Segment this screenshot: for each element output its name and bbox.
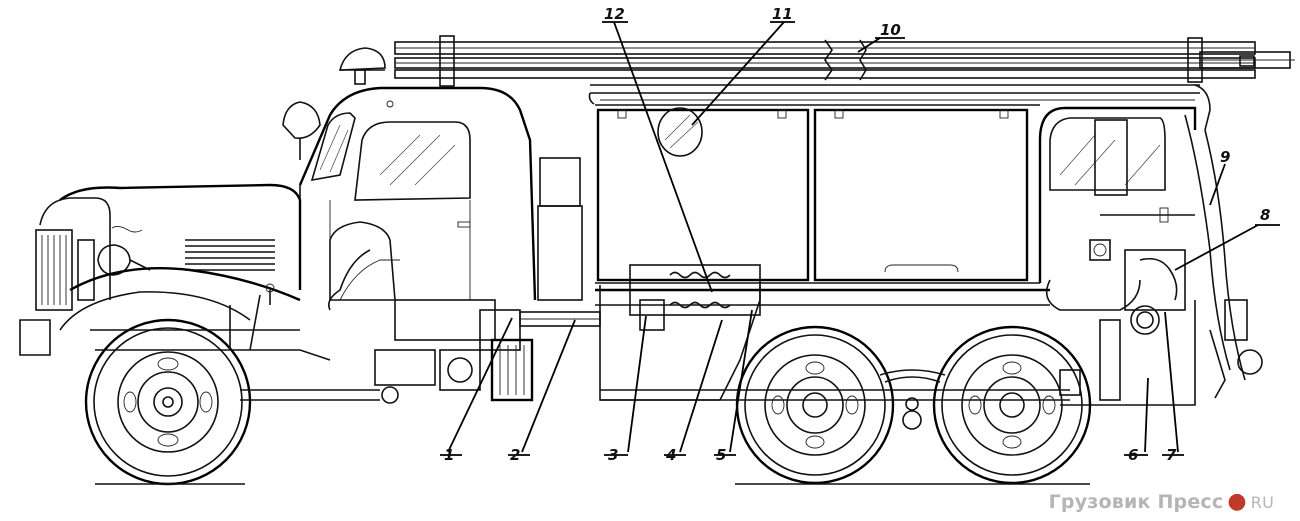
rear-section (1038, 106, 1263, 406)
cab (298, 86, 537, 301)
leader-lines (440, 21, 1280, 456)
watermark-name: Грузовик Пресс (1048, 491, 1224, 513)
watermark: Грузовик Пресс ● RU (1048, 489, 1274, 514)
callout-8: 8 (1260, 206, 1270, 224)
body-compartments (595, 104, 1040, 284)
watermark-dot-icon: ● (1227, 489, 1247, 514)
fire-pump (599, 264, 761, 401)
callout-3: 3 (608, 446, 618, 464)
callout-7: 7 (1166, 446, 1177, 464)
callout-10: 10 (880, 21, 901, 39)
callout-5: 5 (716, 446, 726, 464)
transmission (327, 157, 601, 404)
callout-1: 1 (444, 446, 454, 464)
watermark-domain: RU (1250, 492, 1274, 512)
hood-vents (185, 239, 275, 271)
body-roof (588, 84, 1211, 131)
leaf-spring (879, 369, 946, 430)
chassis-frame (90, 288, 1070, 401)
rear-wheel-1 (735, 325, 895, 485)
roof-ladder (394, 35, 1295, 87)
callout-12: 12 (604, 5, 625, 23)
front-wheel (84, 318, 252, 486)
callout-2: 2 (510, 446, 520, 464)
hood-front (19, 183, 302, 356)
callout-9: 9 (1220, 148, 1230, 166)
callout-4: 4 (665, 446, 676, 464)
rear-wheel-2 (932, 325, 1092, 485)
searchlights (282, 47, 386, 160)
callout-labels: 1 2 3 4 5 6 7 8 9 10 11 12 (444, 5, 1270, 464)
callout-11: 11 (772, 5, 793, 23)
callout-6: 6 (1128, 446, 1138, 464)
